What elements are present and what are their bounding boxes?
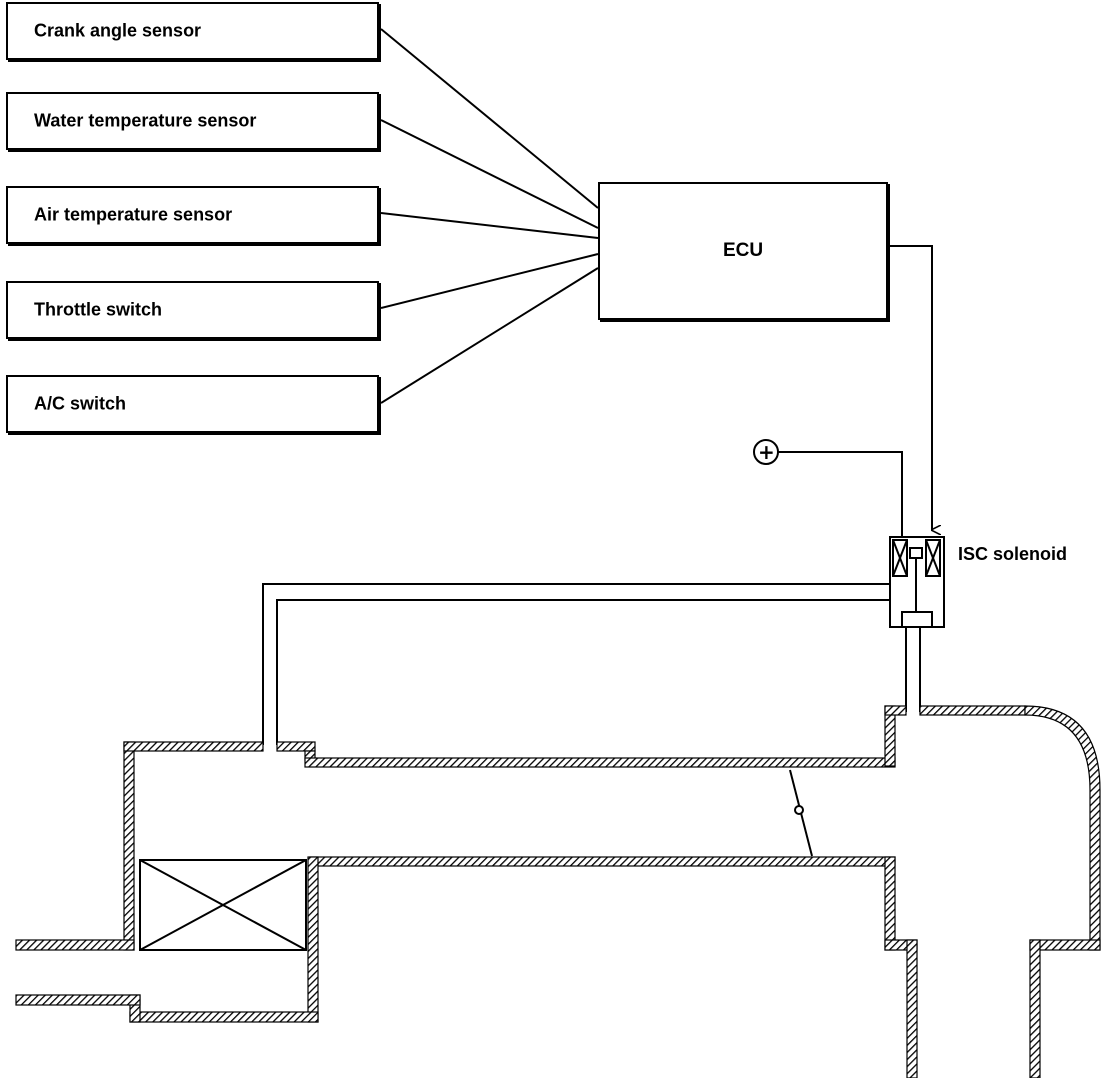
power-symbol: +	[758, 440, 775, 464]
intake-housing	[15, 705, 1101, 1078]
solenoid-plunger	[909, 547, 923, 559]
power-supply	[753, 439, 903, 538]
sensor-signal-lines	[380, 28, 599, 404]
ecu-box: ECU	[598, 182, 888, 320]
ecu-label: ECU	[722, 240, 764, 261]
ac-signal-line	[380, 267, 599, 404]
solenoid-valve	[901, 611, 933, 628]
power-line	[778, 451, 903, 538]
throttle-shaft-icon	[794, 805, 804, 815]
bypass-air-passage	[262, 583, 921, 745]
sensor-label: Throttle switch	[34, 299, 163, 320]
sensor-label: Water temperature sensor	[34, 110, 257, 131]
sensor-label: Air temperature sensor	[34, 204, 233, 225]
sensor-box-water-temperature: Water temperature sensor	[6, 92, 379, 150]
sensor-label: Crank angle sensor	[34, 20, 202, 41]
throttle-signal-line	[380, 253, 599, 309]
air-cleaner-element	[139, 859, 307, 951]
isc-solenoid-label: ISC solenoid	[958, 544, 1068, 564]
sensor-box-crank-angle: Crank angle sensor	[6, 2, 379, 60]
ecu-output-line	[888, 245, 932, 530]
water-signal-line	[380, 119, 599, 229]
sensor-box-air-temperature: Air temperature sensor	[6, 186, 379, 244]
throttle-valve	[789, 769, 813, 857]
crank-signal-line	[380, 28, 599, 209]
sensor-label: A/C switch	[34, 393, 127, 414]
sensor-box-throttle-switch: Throttle switch	[6, 281, 379, 339]
sensor-box-ac-switch: A/C switch	[6, 375, 379, 433]
air-signal-line	[380, 212, 599, 239]
isc-solenoid	[889, 536, 945, 628]
